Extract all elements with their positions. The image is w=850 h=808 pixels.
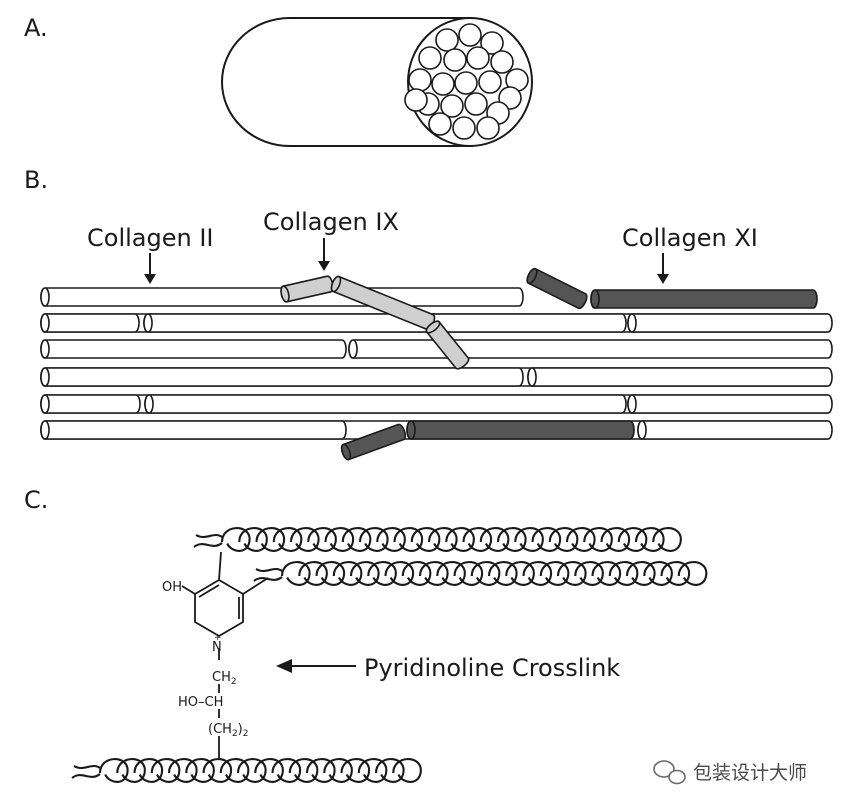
- collagen-ii-rod: [40, 394, 141, 414]
- fibril-bundle-body: [221, 17, 473, 147]
- fibril-circle: [476, 116, 500, 140]
- collagen-ii-rod: [144, 394, 627, 414]
- collagen-ix-segment: [280, 275, 334, 303]
- collagen-xi-segment: [340, 423, 407, 461]
- fibril-circle: [440, 94, 464, 118]
- helix-middle: [253, 561, 708, 586]
- watermark-text: 包装设计大师: [693, 762, 807, 784]
- nitrogen-charge: +: [214, 633, 222, 643]
- fibril-circle: [458, 23, 482, 47]
- collagen-ii-label: Collagen II: [87, 224, 213, 252]
- label-arrows: [144, 238, 669, 284]
- collagen-ii-rod: [627, 394, 833, 414]
- triple-helices: [71, 527, 708, 783]
- fibril-circle: [428, 112, 452, 136]
- nitrogen-label: N: [212, 640, 222, 655]
- fibril-circle: [478, 70, 502, 94]
- fibril-circle: [404, 88, 428, 112]
- collagen-ii-rod: [40, 367, 524, 387]
- watermark: 包装设计大师: [653, 760, 807, 785]
- fibril-circle: [480, 31, 504, 55]
- collagen-ii-rod: [348, 339, 833, 359]
- collagen-ii-rod: [40, 420, 347, 440]
- collagen-ii-rod: [40, 313, 140, 333]
- fibril-circle: [418, 46, 442, 70]
- collagen-ii-rod: [527, 367, 833, 387]
- collagen-xi-label: Collagen XI: [622, 224, 758, 252]
- down-arrow: [657, 253, 669, 284]
- crosslink-label: Pyridinoline Crosslink: [364, 654, 620, 682]
- hydroxyl-label: OH: [162, 580, 182, 595]
- down-arrow: [318, 238, 330, 271]
- fibril-rods: [40, 267, 833, 461]
- fibril-circle: [454, 71, 478, 95]
- crosslink-arrow: [276, 659, 356, 673]
- panel-c-letter: C.: [24, 486, 48, 514]
- pyridinoline-ring: [181, 551, 269, 758]
- fibril-circle: [490, 50, 514, 74]
- fibril-circle: [464, 92, 488, 116]
- panel-b-letter: B.: [24, 166, 48, 194]
- collagen-ii-rod: [40, 339, 347, 359]
- collagen-ii-rod: [637, 420, 833, 440]
- hydroxy-ch-label: HO–CH: [178, 695, 223, 710]
- helix-top: [193, 527, 682, 552]
- helix-bottom: [71, 758, 422, 783]
- ch2-chain-label: (CH2)2: [208, 722, 248, 739]
- fibril-circle: [435, 28, 459, 52]
- wechat-icon: [653, 760, 686, 785]
- panel-a-letter: A.: [24, 14, 48, 42]
- fibril-cross-sections: [404, 23, 529, 140]
- collagen-xi-rod: [406, 420, 635, 440]
- down-arrow: [144, 253, 156, 284]
- collagen-ix-segment: [425, 320, 470, 370]
- ch2-label: CH2: [212, 670, 237, 687]
- fibril-circle: [443, 48, 467, 72]
- fibril-bundle: [221, 17, 533, 147]
- fibril-circle: [431, 72, 455, 96]
- fibril-circle: [466, 46, 490, 70]
- fibril-circle: [452, 116, 476, 140]
- collagen-xi-segment: [526, 267, 588, 310]
- collagen-ii-rod: [627, 313, 833, 333]
- collagen-ii-rod: [143, 313, 627, 333]
- collagen-ix-label: Collagen IX: [263, 208, 399, 236]
- fibril-circle: [408, 68, 432, 92]
- collagen-xi-rod: [590, 289, 818, 309]
